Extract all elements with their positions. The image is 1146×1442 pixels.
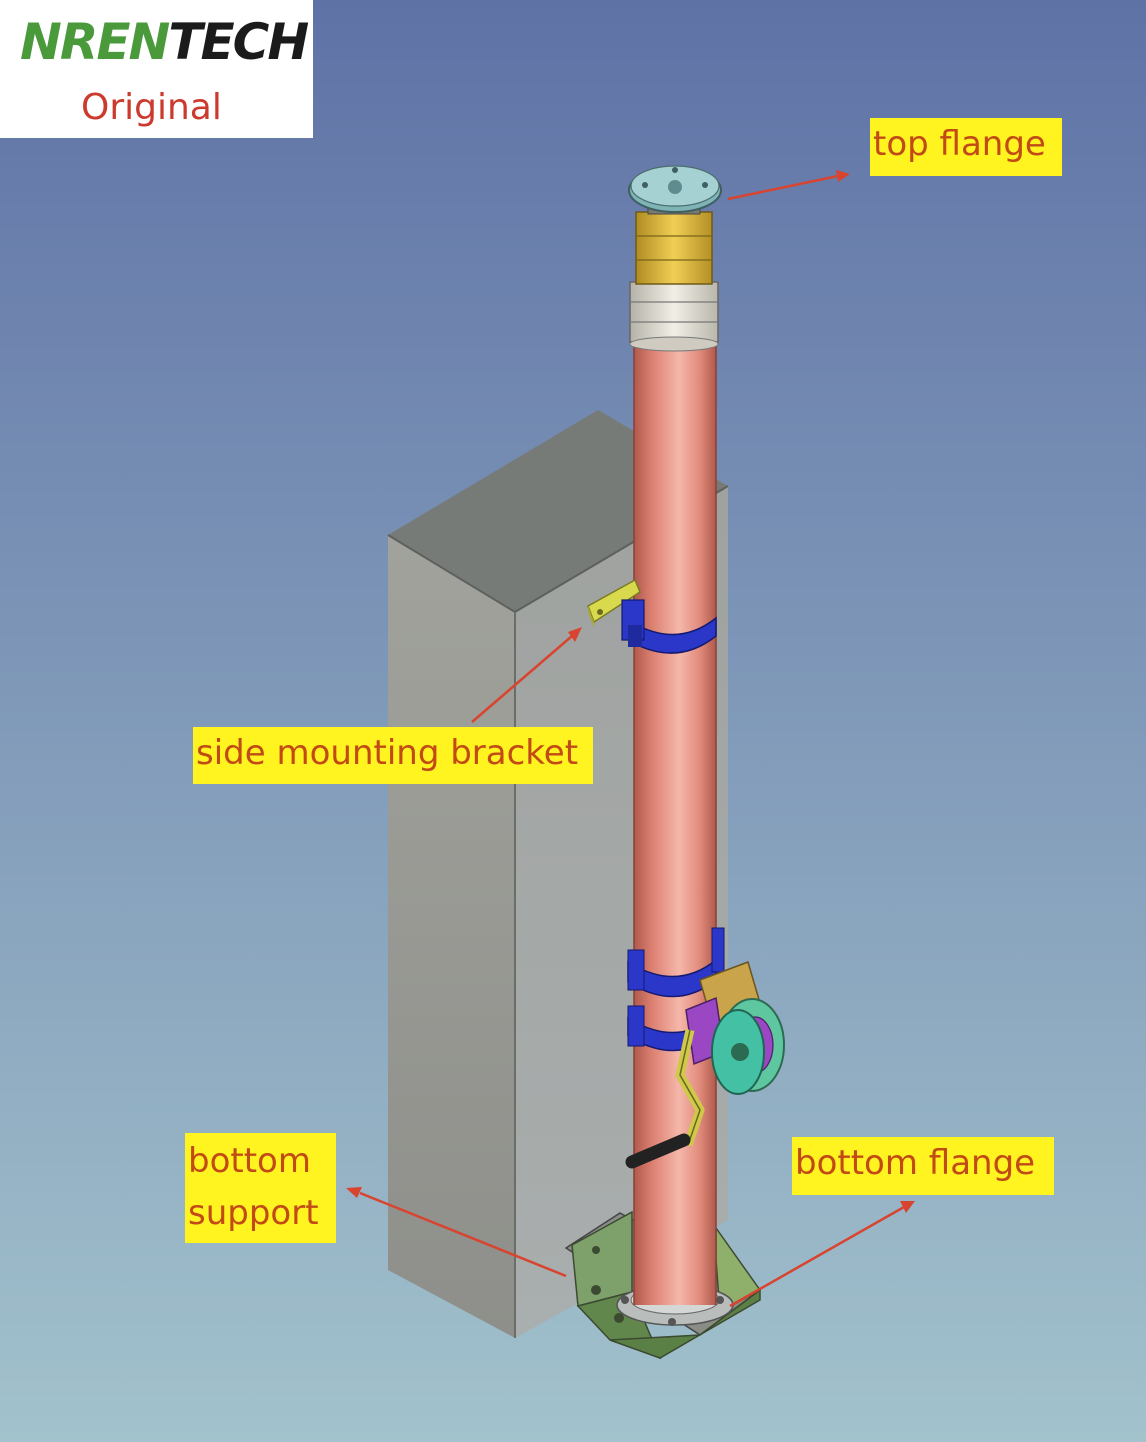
annotation-arrows <box>346 170 915 1308</box>
callout-bottom-support-line1: bottom <box>188 1141 311 1181</box>
cabinet-front-face <box>388 535 515 1338</box>
arrow-bottom-flange <box>729 1205 905 1308</box>
callout-bottom-support: bottom support <box>185 1133 336 1243</box>
callout-side-mounting-bracket: side mounting bracket <box>193 727 593 784</box>
callout-top-flange: top flange <box>870 118 1062 176</box>
logo-subtitle: Original <box>81 87 222 128</box>
side-mounting-bracket <box>587 578 641 628</box>
arrow-side-bracket <box>471 635 573 723</box>
upper-clamp <box>621 599 717 654</box>
callout-bottom-flange-text: bottom flange <box>795 1143 1036 1183</box>
arrow-top-flange <box>727 174 839 201</box>
mast-top-sections <box>629 195 719 352</box>
arrow-bottom-support <box>359 1191 567 1278</box>
logo-wordmark-black: TECH <box>168 13 309 71</box>
callout-side-mounting-bracket-text: side mounting bracket <box>196 733 579 773</box>
callout-bottom-flange: bottom flange <box>792 1137 1054 1195</box>
callout-top-flange-text: top flange <box>873 124 1046 164</box>
callout-bottom-support-line2: support <box>188 1193 319 1233</box>
hand-winch <box>625 961 785 1169</box>
logo-wordmark-green: NREN <box>20 13 170 71</box>
logo-wordmark: NRENTECH <box>20 12 310 72</box>
top-flange <box>628 165 722 213</box>
brand-logo: NRENTECH Original <box>0 0 313 138</box>
